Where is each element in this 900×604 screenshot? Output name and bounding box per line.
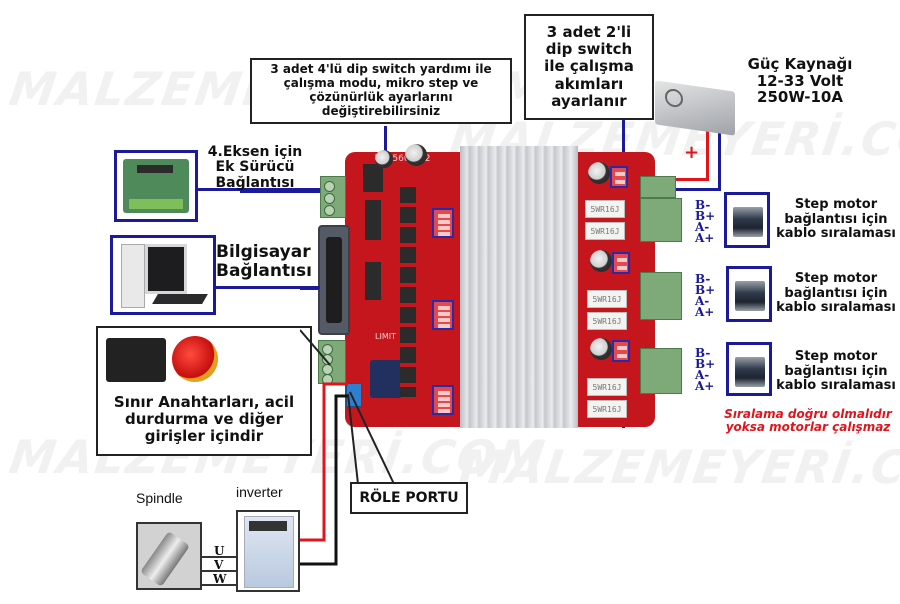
limits-callout: Sınır Anahtarları, acil durdurma ve diğe… (96, 326, 312, 456)
axis4-terminal (320, 176, 346, 218)
capacitor (590, 338, 612, 360)
relay-port-callout: RÖLE PORTU (350, 482, 468, 514)
connector-line (198, 188, 320, 191)
dip-switch-4pos[interactable] (432, 300, 454, 330)
motor1-terminal (640, 198, 682, 242)
wire-label-u: U (214, 544, 225, 558)
resistor: 5WR16J (585, 200, 625, 218)
stepper-motor-image (724, 192, 770, 248)
power-wire-positive (706, 128, 709, 180)
connector-line (216, 286, 320, 289)
regulator-chip (363, 164, 383, 192)
heatsink (460, 146, 578, 428)
connector-line (240, 190, 322, 193)
relay (370, 360, 402, 398)
power-wire-positive (676, 178, 709, 181)
wire-label-v: V (214, 558, 224, 572)
pin-label: A+ (695, 305, 715, 319)
positive-sign: + (684, 142, 700, 163)
capacitor (405, 144, 427, 166)
power-supply-label: Güç Kaynağı 12-33 Volt 250W-10A (747, 55, 853, 106)
relay-wires (300, 382, 395, 566)
dip-switch-2pos[interactable] (612, 252, 630, 274)
motor2-terminal (640, 272, 682, 320)
pin-label: B- (695, 272, 711, 286)
computer-label: Bilgisayar Bağlantısı (216, 242, 312, 281)
resistor: 5WR16J (587, 290, 627, 308)
limits-pointer (300, 329, 331, 366)
board-model-text: TB6560-3V2 (375, 154, 431, 164)
emergency-stop-image (172, 336, 218, 382)
pin-label: A- (695, 368, 710, 382)
capacitor (375, 150, 393, 168)
pin-label: A- (695, 220, 710, 234)
dip-switch-4pos[interactable] (432, 208, 454, 238)
spindle-image (136, 522, 202, 590)
dip-switch-2pos[interactable] (612, 340, 630, 362)
inverter-label: inverter (236, 484, 283, 500)
resistor: 5WR16J (585, 222, 625, 240)
driver-chips-column (400, 187, 416, 397)
stepper-motor-image (726, 266, 772, 322)
inverter-image (236, 510, 300, 592)
wiring-warning: Sıralama doğru olmalıdır yoksa motorlar … (724, 407, 892, 435)
motor3-terminal (640, 348, 682, 394)
dip2-callout: 3 adet 2'li dip switch ile çalışma akıml… (524, 14, 654, 120)
dip-switch-4pos[interactable] (432, 385, 454, 415)
power-wire-negative (676, 188, 721, 191)
resistor: 5WR16J (587, 400, 627, 418)
axis4-label: 4.Eksen için Ek Sürücü Bağlantısı (207, 144, 303, 191)
pin-label: B- (695, 346, 711, 360)
opto-chip (365, 262, 381, 300)
limit-switch-image (106, 338, 166, 382)
dip-switch-2pos[interactable] (610, 166, 628, 188)
spindle-label: Spindle (136, 490, 183, 506)
dip4-callout: 3 adet 4'lü dip switch yardımı ile çalış… (250, 58, 512, 124)
pin-label: B+ (695, 357, 716, 371)
wire-label-w: W (213, 572, 227, 586)
uvw-wire (202, 584, 236, 586)
power-wire-negative (718, 128, 721, 190)
pin-label: A- (695, 294, 710, 308)
opto-chip (365, 200, 381, 240)
board-limit-text: LIMIT (375, 332, 396, 341)
computer-image (110, 235, 216, 315)
watermark: MALZEMEYERİ.COM (456, 440, 900, 494)
axis4-driver-image (114, 150, 198, 222)
capacitor (590, 250, 612, 272)
pin-label: A+ (695, 379, 715, 393)
uvw-wire (202, 570, 236, 572)
db25-parallel-port (318, 225, 350, 335)
resistor: 5WR16J (587, 312, 627, 330)
pin-label: B+ (695, 283, 716, 297)
uvw-wire (202, 556, 236, 558)
pin-label: B+ (695, 209, 716, 223)
resistor: 5WR16J (587, 378, 627, 396)
power-terminal (640, 176, 676, 198)
pin-label: B- (695, 198, 711, 212)
pin-label: A+ (695, 231, 715, 245)
capacitor (588, 162, 610, 184)
stepper-motor-image (726, 342, 772, 396)
